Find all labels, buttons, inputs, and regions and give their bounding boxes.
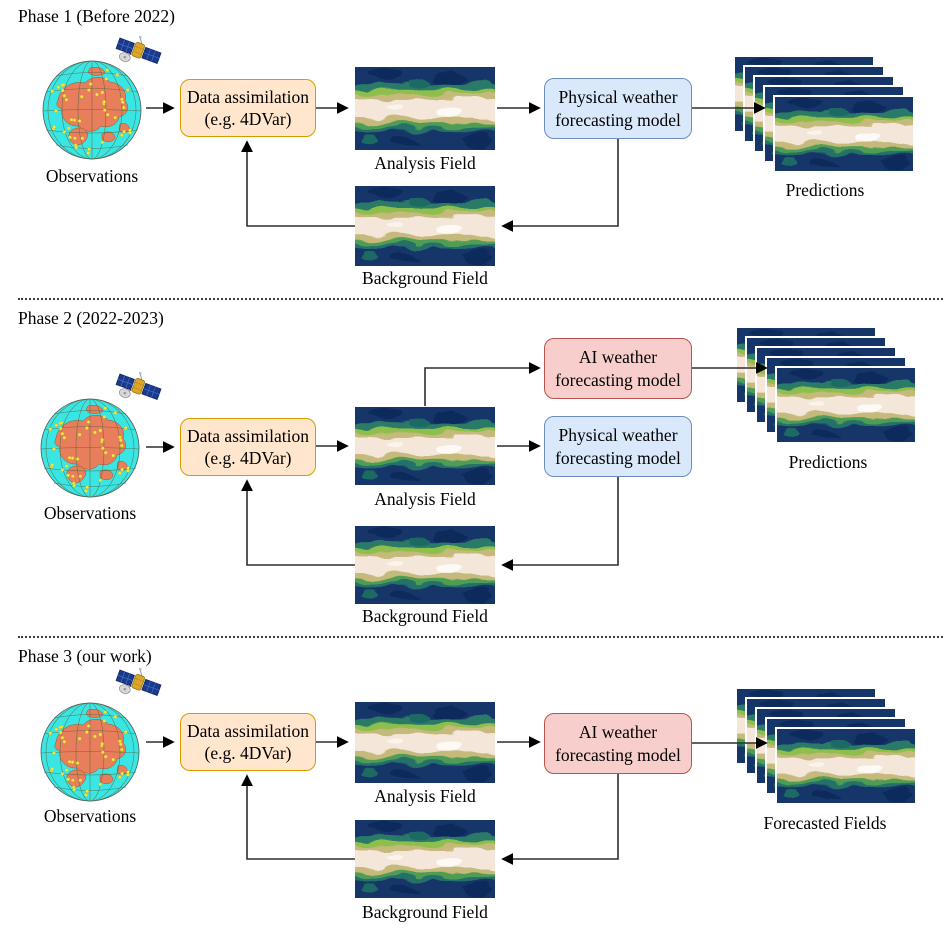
arrow-background-to-da [241,140,355,227]
predictions-label: Predictions [785,180,865,200]
forecasted-fields-stack [735,687,918,806]
data-assimilation-line1: Data assimilation [187,86,309,107]
physical-model-line2: forecasting model [555,447,681,468]
ai-model-box: AI weather forecasting model [544,338,692,399]
data-assimilation-line1: Data assimilation [187,720,309,741]
observations-globe-icon [40,398,140,498]
arrow-physical-to-background [501,477,619,571]
background-field-label: Background Field [362,606,488,626]
physical-model-line1: Physical weather [558,425,678,446]
data-assimilation-line2: (e.g. 4DVar) [204,743,292,763]
data-assimilation-box: Data assimilation (e.g. 4DVar) [180,713,316,771]
phase-divider [18,298,943,300]
background-field-map [355,186,495,266]
background-field-map [355,820,495,898]
data-assimilation-box: Data assimilation (e.g. 4DVar) [180,418,316,476]
observations-label: Observations [43,503,137,523]
analysis-field-map [355,407,495,485]
phase-1-title: Phase 1 (Before 2022) [18,6,175,26]
data-assimilation-line2: (e.g. 4DVar) [204,109,292,129]
prediction-map-layer-front [775,366,917,444]
analysis-field-label: Analysis Field [374,786,476,806]
ai-model-line1: AI weather [578,722,658,743]
forecast-map-layer-front [775,727,917,805]
phase-divider [18,636,943,638]
ai-model-line1: AI weather [578,347,658,368]
data-assimilation-line2: (e.g. 4DVar) [204,448,292,468]
prediction-map-layer-front [773,95,915,173]
arrow-analysis-to-ai [424,362,541,406]
analysis-field-map [355,702,495,783]
phase-2-title: Phase 2 (2022-2023) [18,308,164,328]
ai-model-line2: forecasting model [555,369,681,390]
arrow-background-to-da [241,774,355,860]
phase-2-section: Phase 2 (2022-2023) Observations Data as… [0,300,947,636]
physical-model-line2: forecasting model [555,109,681,130]
arrow-background-to-da [241,479,355,566]
data-assimilation-line1: Data assimilation [187,425,309,446]
background-field-label: Background Field [362,268,488,288]
predictions-label: Predictions [788,452,868,472]
phase-3-section: Phase 3 (our work) Observations Data ass… [0,638,947,932]
predictions-stack [735,326,918,445]
ai-model-box: AI weather forecasting model [544,713,692,774]
physical-model-box: Physical weather forecasting model [544,416,692,477]
observations-globe-icon [40,702,140,802]
physical-model-line1: Physical weather [558,87,678,108]
predictions-stack [733,55,916,174]
arrow-ai-to-background [501,774,619,865]
background-field-map [355,526,495,604]
observations-globe-icon [42,60,142,160]
arrow-model-to-background [501,139,619,232]
satellite-icon [114,664,162,702]
analysis-field-label: Analysis Field [374,153,476,173]
analysis-field-map [355,67,495,150]
data-assimilation-box: Data assimilation (e.g. 4DVar) [180,79,316,137]
observations-label: Observations [43,806,137,826]
background-field-label: Background Field [362,902,488,922]
forecasted-fields-label: Forecasted Fields [763,813,887,833]
analysis-field-label: Analysis Field [374,489,476,509]
phase-1-section: Phase 1 (Before 2022) Observations Data … [0,0,947,298]
phase-3-title: Phase 3 (our work) [18,646,152,666]
physical-model-box: Physical weather forecasting model [544,78,692,139]
ai-model-line2: forecasting model [555,744,681,765]
observations-label: Observations [45,166,139,186]
